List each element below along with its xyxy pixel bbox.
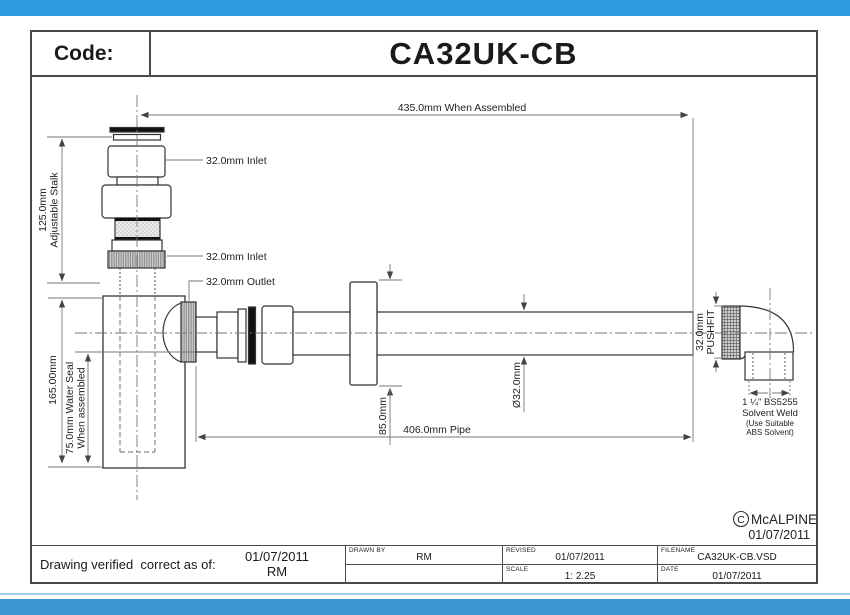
scale-value: 1: 2.25 [564,570,596,582]
filename-value: CA32UK-CB.VSD [697,551,777,563]
verified-date: 01/07/2011 RM [244,549,310,579]
code-label: Code: [32,32,151,75]
drawn-by-value: RM [416,551,432,563]
top-border-strip [0,0,850,16]
revised-value: 01/07/2011 [555,551,605,563]
date-value: 01/07/2011 [712,570,762,582]
drawn-by-cell: DRAWN BY RM [345,546,502,582]
title-block: Drawing verified correct as of: 01/07/20… [32,545,816,582]
verified-label: Drawing verified correct as of: [40,556,216,572]
bottom-border-strip [0,599,850,615]
drawn-by-label: DRAWN BY [349,547,386,554]
header-row: Code: CA32UK-CB [32,32,816,77]
filename-date-cell: FILENAME CA32UK-CB.VSD DATE 01/07/2011 [657,546,816,582]
drawing-frame: Code: CA32UK-CB Drawing verified correct… [30,30,818,584]
revised-scale-cell: REVISED 01/07/2011 SCALE 1: 2.25 [502,546,657,582]
filename-label: FILENAME [661,547,696,554]
bottom-accent-line [0,593,850,595]
scale-label: SCALE [506,565,529,573]
date-label: DATE [661,565,679,573]
product-code: CA32UK-CB [389,35,578,71]
empty-cell [346,565,502,583]
verified-cell: Drawing verified correct as of: 01/07/20… [32,546,345,582]
revised-label: REVISED [506,547,536,554]
